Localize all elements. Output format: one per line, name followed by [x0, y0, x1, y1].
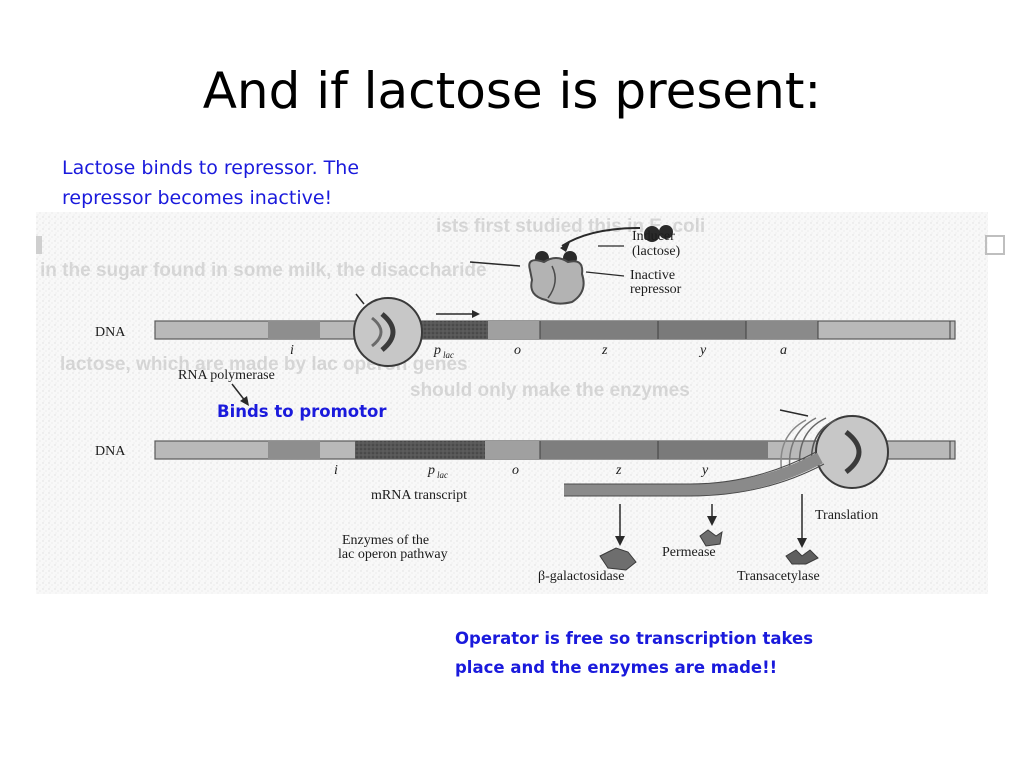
polymerase-bottom-motion-mark — [779, 409, 809, 417]
enzymes-label-line-1: Enzymes of the — [342, 533, 429, 548]
transacetylase-label: Transacetylase — [737, 569, 820, 584]
bottom-gene-label-p: p — [427, 463, 435, 478]
beta-galactosidase-label: β-galactosidase — [538, 569, 624, 584]
dna-bottom-promoter-lac — [355, 441, 485, 459]
top-gene-label-a: a — [780, 343, 787, 358]
inducer-arrowhead — [560, 242, 570, 252]
mrna-transcript-outline — [564, 451, 825, 497]
translation-arrowhead — [615, 536, 625, 546]
dna-top-gene-a — [746, 321, 818, 339]
translation-arrowhead — [707, 516, 717, 526]
lactose-note-line-1: Lactose binds to repressor. The — [62, 157, 360, 179]
enzymes-label-line-2: lac operon pathway — [338, 547, 448, 562]
scan-edge-right — [985, 235, 1005, 255]
bottom-gene-label-o: o — [512, 463, 519, 478]
lactose-note-line-2: repressor becomes inactive! — [62, 187, 333, 209]
top-gene-label-i: i — [290, 343, 294, 358]
bottom-gene-label-i: i — [334, 463, 338, 478]
inactive-repressor-shape — [528, 257, 585, 305]
rna-polymerase-inner-curve — [380, 312, 396, 352]
ghost-text-line-4: should only make the enzymes — [410, 380, 690, 401]
inducer-lactose-molecule — [659, 225, 673, 239]
permease-enzyme — [699, 529, 723, 547]
dna-top-gene-i — [268, 321, 320, 339]
ghost-text-line-2: in the sugar found in some milk, the dis… — [40, 260, 487, 281]
transcription-direction-arrowhead — [472, 310, 480, 318]
rna-polymerase-top — [353, 297, 423, 367]
operator-note-line-2: place and the enzymes are made!! — [455, 658, 778, 677]
dna-bottom-label: DNA — [95, 444, 126, 459]
dna-bottom-operator — [485, 441, 540, 459]
dna-bottom-gene-y — [658, 441, 768, 459]
rna-polymerase-label: RNA polymerase — [178, 368, 275, 383]
dna-bottom-gene-i — [268, 441, 320, 459]
top-gene-label-z: z — [601, 343, 608, 358]
translation-arrowhead — [797, 538, 807, 548]
rna-polymerase-bottom — [815, 415, 889, 489]
inducer-label-line-2: (lactose) — [632, 244, 681, 259]
promotor-pointer-arrowhead — [240, 396, 249, 406]
operator-free-note: Operator is free so transcription takes … — [455, 624, 875, 682]
bottom-gene-label-p-subscript: lac — [437, 470, 448, 480]
scan-background — [36, 212, 988, 594]
dna-top-label: DNA — [95, 325, 126, 340]
top-gene-label-p-subscript: lac — [443, 350, 454, 360]
beta-galactosidase-enzyme — [599, 547, 637, 571]
inactive-repressor-label-line-1: Inactive — [630, 268, 675, 283]
operator-note-line-1: Operator is free so transcription takes — [455, 629, 814, 648]
slide-title: And if lactose is present: — [202, 62, 822, 120]
dna-bottom-gene-z — [540, 441, 658, 459]
repressor-inner-detail — [547, 265, 556, 299]
top-gene-label-p: p — [433, 343, 441, 358]
inactive-repressor-label-line-2: repressor — [630, 282, 682, 297]
dna-top-operator — [488, 321, 540, 339]
repressor-motion-mark — [469, 261, 521, 267]
rna-polymerase-bottom-curve — [844, 430, 862, 474]
dna-top-gene-z — [540, 321, 658, 339]
bottom-gene-label-y: y — [700, 463, 709, 478]
bottom-gene-label-z: z — [615, 463, 622, 478]
inducer-binding-arrow — [561, 227, 641, 247]
ghost-text-line-3: lactose, which are made by lac operon ge… — [60, 354, 468, 375]
top-gene-label-o: o — [514, 343, 521, 358]
inducer-label-line-1: Inducer — [632, 229, 675, 244]
top-gene-label-y: y — [698, 343, 707, 358]
mrna-transcript-label: mRNA transcript — [371, 488, 467, 503]
rna-polymerase-inner-curve — [371, 316, 383, 348]
translation-label: Translation — [815, 508, 878, 523]
lactose-binds-note: Lactose binds to repressor. The represso… — [62, 153, 442, 213]
permease-label: Permease — [662, 545, 716, 560]
scan-edge-left — [36, 236, 42, 254]
dna-top-promoter-lac — [420, 321, 488, 339]
binds-to-promotor-note: Binds to promotor — [217, 402, 387, 421]
transacetylase-enzyme — [785, 549, 819, 565]
dna-top-gene-y — [658, 321, 746, 339]
ghost-text-line-1: ists first studied this in E. coli — [436, 216, 705, 237]
inducer-lactose-molecule — [644, 226, 660, 242]
mrna-transcript-strand — [564, 452, 823, 496]
repressor-leader-line — [585, 271, 625, 277]
polymerase-entry-mark — [355, 293, 365, 305]
ribosome-swirl — [788, 417, 817, 473]
